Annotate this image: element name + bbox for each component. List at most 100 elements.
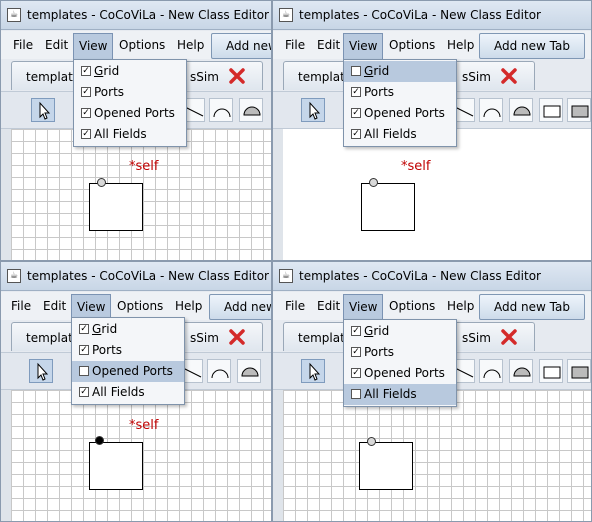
view-item-all-fields[interactable]: ✓All Fields	[79, 385, 145, 399]
close-tab-icon[interactable]	[228, 328, 246, 346]
arc-tool[interactable]	[479, 359, 503, 383]
menu-file[interactable]: File	[11, 299, 32, 313]
checkbox[interactable]	[79, 366, 89, 376]
checkbox[interactable]: ✓	[81, 108, 91, 118]
view-item-all-fields[interactable]: ✓All Fields	[81, 127, 147, 141]
menu-edit[interactable]: Edit	[317, 38, 341, 52]
checkbox[interactable]: ✓	[79, 345, 89, 355]
menu-view[interactable]: View	[343, 33, 384, 60]
select-tool[interactable]	[301, 359, 325, 383]
drawing-canvas[interactable]: *self	[283, 129, 591, 260]
arrow-select-icon	[37, 362, 49, 381]
filled-arc-tool[interactable]	[239, 98, 263, 122]
menu-bar: File Edit View Options Help Add new	[1, 31, 271, 60]
port[interactable]	[369, 178, 378, 187]
view-item-grid[interactable]: ✓Grid	[351, 324, 390, 338]
filled-rectangle-tool[interactable]	[567, 98, 591, 122]
menu-view[interactable]: View	[343, 294, 384, 321]
filled-rectangle-tool[interactable]	[567, 359, 591, 383]
filled-arc-tool[interactable]	[509, 359, 533, 383]
checkbox[interactable]: ✓	[351, 326, 361, 336]
view-item-grid[interactable]: ✓Grid	[81, 64, 120, 78]
arrow-select-icon	[39, 101, 51, 120]
drawing-canvas[interactable]: *self	[11, 129, 271, 260]
checkbox[interactable]: ✓	[81, 129, 91, 139]
menu-options[interactable]: Options	[389, 38, 436, 52]
arrow-select-icon	[309, 362, 321, 381]
arc-tool[interactable]	[209, 98, 233, 122]
checkbox[interactable]: ✓	[351, 129, 361, 139]
add-tab-button[interactable]: Add new	[211, 33, 271, 59]
checkbox[interactable]: ✓	[351, 347, 361, 357]
view-item-all-fields[interactable]: ✓All Fields	[351, 127, 417, 141]
rectangle-tool[interactable]	[539, 98, 563, 122]
close-tab-icon[interactable]	[228, 67, 246, 85]
checkbox[interactable]	[351, 389, 361, 399]
arc-tool[interactable]	[479, 98, 503, 122]
menu-file[interactable]: File	[285, 38, 306, 52]
view-dropdown: ✓Grid ✓Ports Opened Ports ✓All Fields	[71, 317, 185, 405]
view-item-opened-ports[interactable]: ✓Opened Ports	[81, 106, 175, 120]
editor-window-4: ☕ templates - CoCoViLa - New Class Edito…	[272, 261, 592, 522]
select-tool[interactable]	[301, 98, 325, 122]
view-item-opened-ports[interactable]: ✓Opened Ports	[351, 106, 445, 120]
menu-bar: File Edit View Options Help Add new	[1, 292, 271, 321]
app-icon: ☕	[7, 8, 21, 22]
filled-arc-tool[interactable]	[237, 359, 261, 383]
port[interactable]	[95, 436, 104, 445]
port[interactable]	[367, 437, 376, 446]
checkbox[interactable]: ✓	[351, 108, 361, 118]
view-item-grid[interactable]: ✓Grid	[79, 322, 118, 336]
view-item-opened-ports[interactable]: ✓Opened Ports	[351, 366, 445, 380]
rectangle-icon	[543, 366, 561, 379]
left-strip	[1, 390, 11, 521]
checkbox[interactable]: ✓	[81, 66, 91, 76]
menu-view[interactable]: View	[71, 294, 112, 321]
menu-help[interactable]: Help	[447, 299, 475, 313]
close-tab-icon[interactable]	[500, 67, 518, 85]
class-rectangle[interactable]	[361, 183, 415, 231]
view-item-ports[interactable]: ✓Ports	[351, 345, 395, 359]
class-rectangle[interactable]	[89, 442, 143, 490]
view-item-all-fields[interactable]: All Fields	[344, 384, 456, 405]
menu-help[interactable]: Help	[177, 38, 205, 52]
add-tab-button[interactable]: Add new Tab	[479, 294, 585, 320]
menu-edit[interactable]: Edit	[317, 299, 341, 313]
menu-help[interactable]: Help	[447, 38, 475, 52]
rectangle-tool[interactable]	[539, 359, 563, 383]
class-rectangle[interactable]	[359, 442, 413, 490]
add-tab-button[interactable]: Add new Tab	[479, 33, 585, 59]
menu-file[interactable]: File	[13, 38, 34, 52]
checkbox[interactable]: ✓	[81, 87, 91, 97]
menu-options[interactable]: Options	[119, 38, 166, 52]
menu-options[interactable]: Options	[389, 299, 436, 313]
checkbox[interactable]: ✓	[351, 87, 361, 97]
view-item-opened-ports[interactable]: Opened Ports	[72, 361, 184, 382]
menu-options[interactable]: Options	[117, 299, 164, 313]
checkbox[interactable]: ✓	[79, 387, 89, 397]
view-item-ports[interactable]: ✓Ports	[81, 85, 125, 99]
filled-arc-tool[interactable]	[509, 98, 533, 122]
arc-icon	[211, 369, 229, 379]
arc-tool[interactable]	[207, 359, 231, 383]
view-item-grid[interactable]: Grid	[344, 61, 456, 82]
checkbox[interactable]	[351, 66, 361, 76]
menu-file[interactable]: File	[285, 299, 306, 313]
select-tool[interactable]	[29, 359, 53, 383]
drawing-canvas[interactable]: *self	[11, 390, 271, 521]
menu-help[interactable]: Help	[175, 299, 203, 313]
view-item-ports[interactable]: ✓Ports	[79, 343, 123, 357]
menu-edit[interactable]: Edit	[45, 38, 69, 52]
menu-edit[interactable]: Edit	[43, 299, 67, 313]
checkbox[interactable]: ✓	[351, 368, 361, 378]
left-strip	[273, 390, 283, 521]
add-tab-button[interactable]: Add new	[209, 294, 271, 320]
menu-view[interactable]: View	[73, 33, 114, 60]
port[interactable]	[97, 178, 106, 187]
checkbox[interactable]: ✓	[79, 324, 89, 334]
select-tool[interactable]	[31, 98, 55, 122]
drawing-canvas[interactable]	[283, 390, 591, 521]
class-rectangle[interactable]	[89, 183, 143, 231]
close-tab-icon[interactable]	[500, 328, 518, 346]
view-item-ports[interactable]: ✓Ports	[351, 85, 395, 99]
